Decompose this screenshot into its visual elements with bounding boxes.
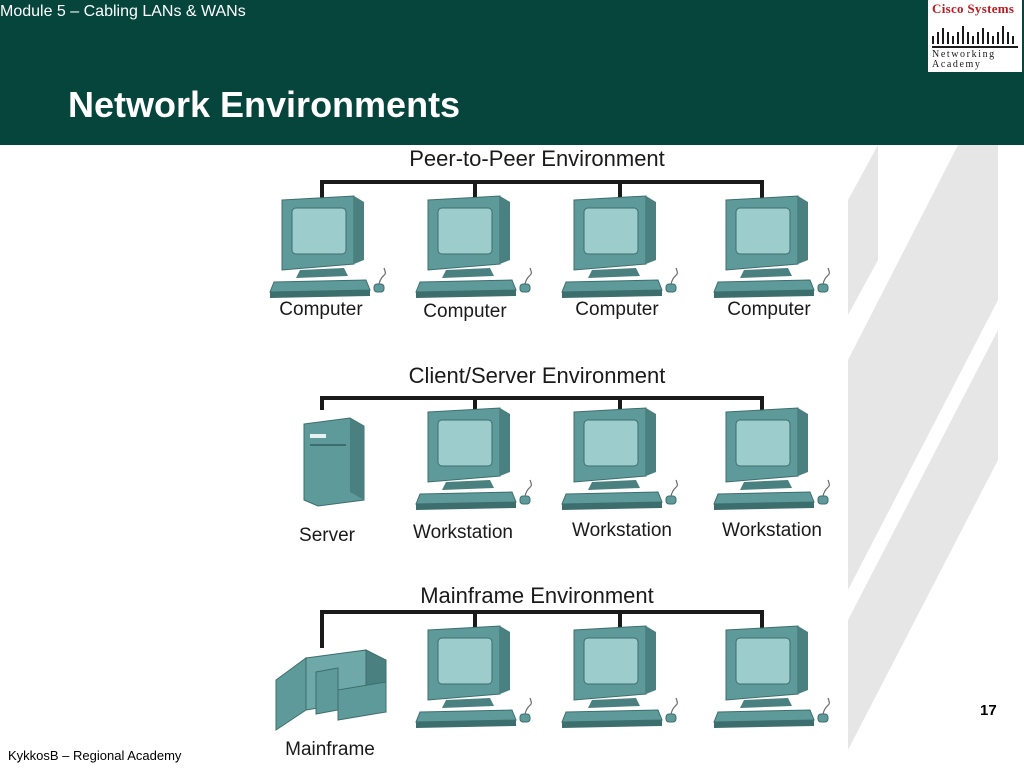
header-bar: Module 5 – Cabling LANs & WANs Network E…: [0, 0, 1024, 145]
client-server-section: Client/Server Environment Server Worksta…: [299, 363, 830, 546]
server-label: Server: [299, 525, 356, 546]
peer-computer-4-label: Computer: [727, 299, 811, 320]
workstation-3-label: Workstation: [722, 520, 822, 541]
client-server-bus-line: [320, 396, 764, 410]
logo-bars-icon: [932, 26, 1014, 44]
logo-wordmark: Cisco Systems: [932, 1, 1015, 16]
workstation-2-icon: [561, 407, 678, 511]
computer-4-icon: [713, 195, 830, 299]
module-label: Module 5 – Cabling LANs & WANs: [0, 3, 246, 20]
mainframe-title: Mainframe Environment: [420, 583, 654, 608]
page-title: Network Environments: [68, 84, 461, 125]
peer-computer-2-label: Computer: [423, 301, 507, 322]
workstation-2-label: Workstation: [572, 520, 672, 541]
computer-1-icon: [269, 195, 386, 299]
peer-computer-1-label: Computer: [279, 299, 363, 320]
terminal-3-icon: [713, 625, 830, 729]
mainframe-section: Mainframe Environment Mainframe: [275, 583, 830, 760]
page-number: 17: [980, 702, 997, 719]
mainframe-label: Mainframe: [285, 739, 375, 760]
peer-computer-3-label: Computer: [575, 299, 659, 320]
peer-to-peer-bus-line: [320, 180, 764, 198]
terminal-1-icon: [415, 625, 532, 729]
peer-to-peer-section: Peer-to-Peer Environment Computer Comput…: [269, 146, 830, 322]
logo-subtitle-line1: Networking: [932, 49, 996, 60]
footer-text: KykkosB – Regional Academy: [8, 748, 182, 763]
mainframe-bus-line: [320, 610, 764, 648]
peer-to-peer-title: Peer-to-Peer Environment: [409, 146, 665, 171]
workstation-1-label: Workstation: [413, 522, 513, 543]
workstation-3-icon: [713, 407, 830, 511]
server-icon: [303, 417, 365, 507]
logo-divider: [932, 46, 1018, 48]
computer-2-icon: [415, 195, 532, 299]
logo-subtitle-line2: Academy: [932, 59, 982, 70]
mainframe-icon: [275, 649, 387, 731]
workstation-1-icon: [415, 407, 532, 511]
client-server-title: Client/Server Environment: [409, 363, 666, 388]
logo-subtitle: Networking Academy: [932, 50, 996, 70]
cisco-logo: Cisco Systems Networking Academy: [928, 0, 1022, 72]
computer-3-icon: [561, 195, 678, 299]
terminal-2-icon: [561, 625, 678, 729]
